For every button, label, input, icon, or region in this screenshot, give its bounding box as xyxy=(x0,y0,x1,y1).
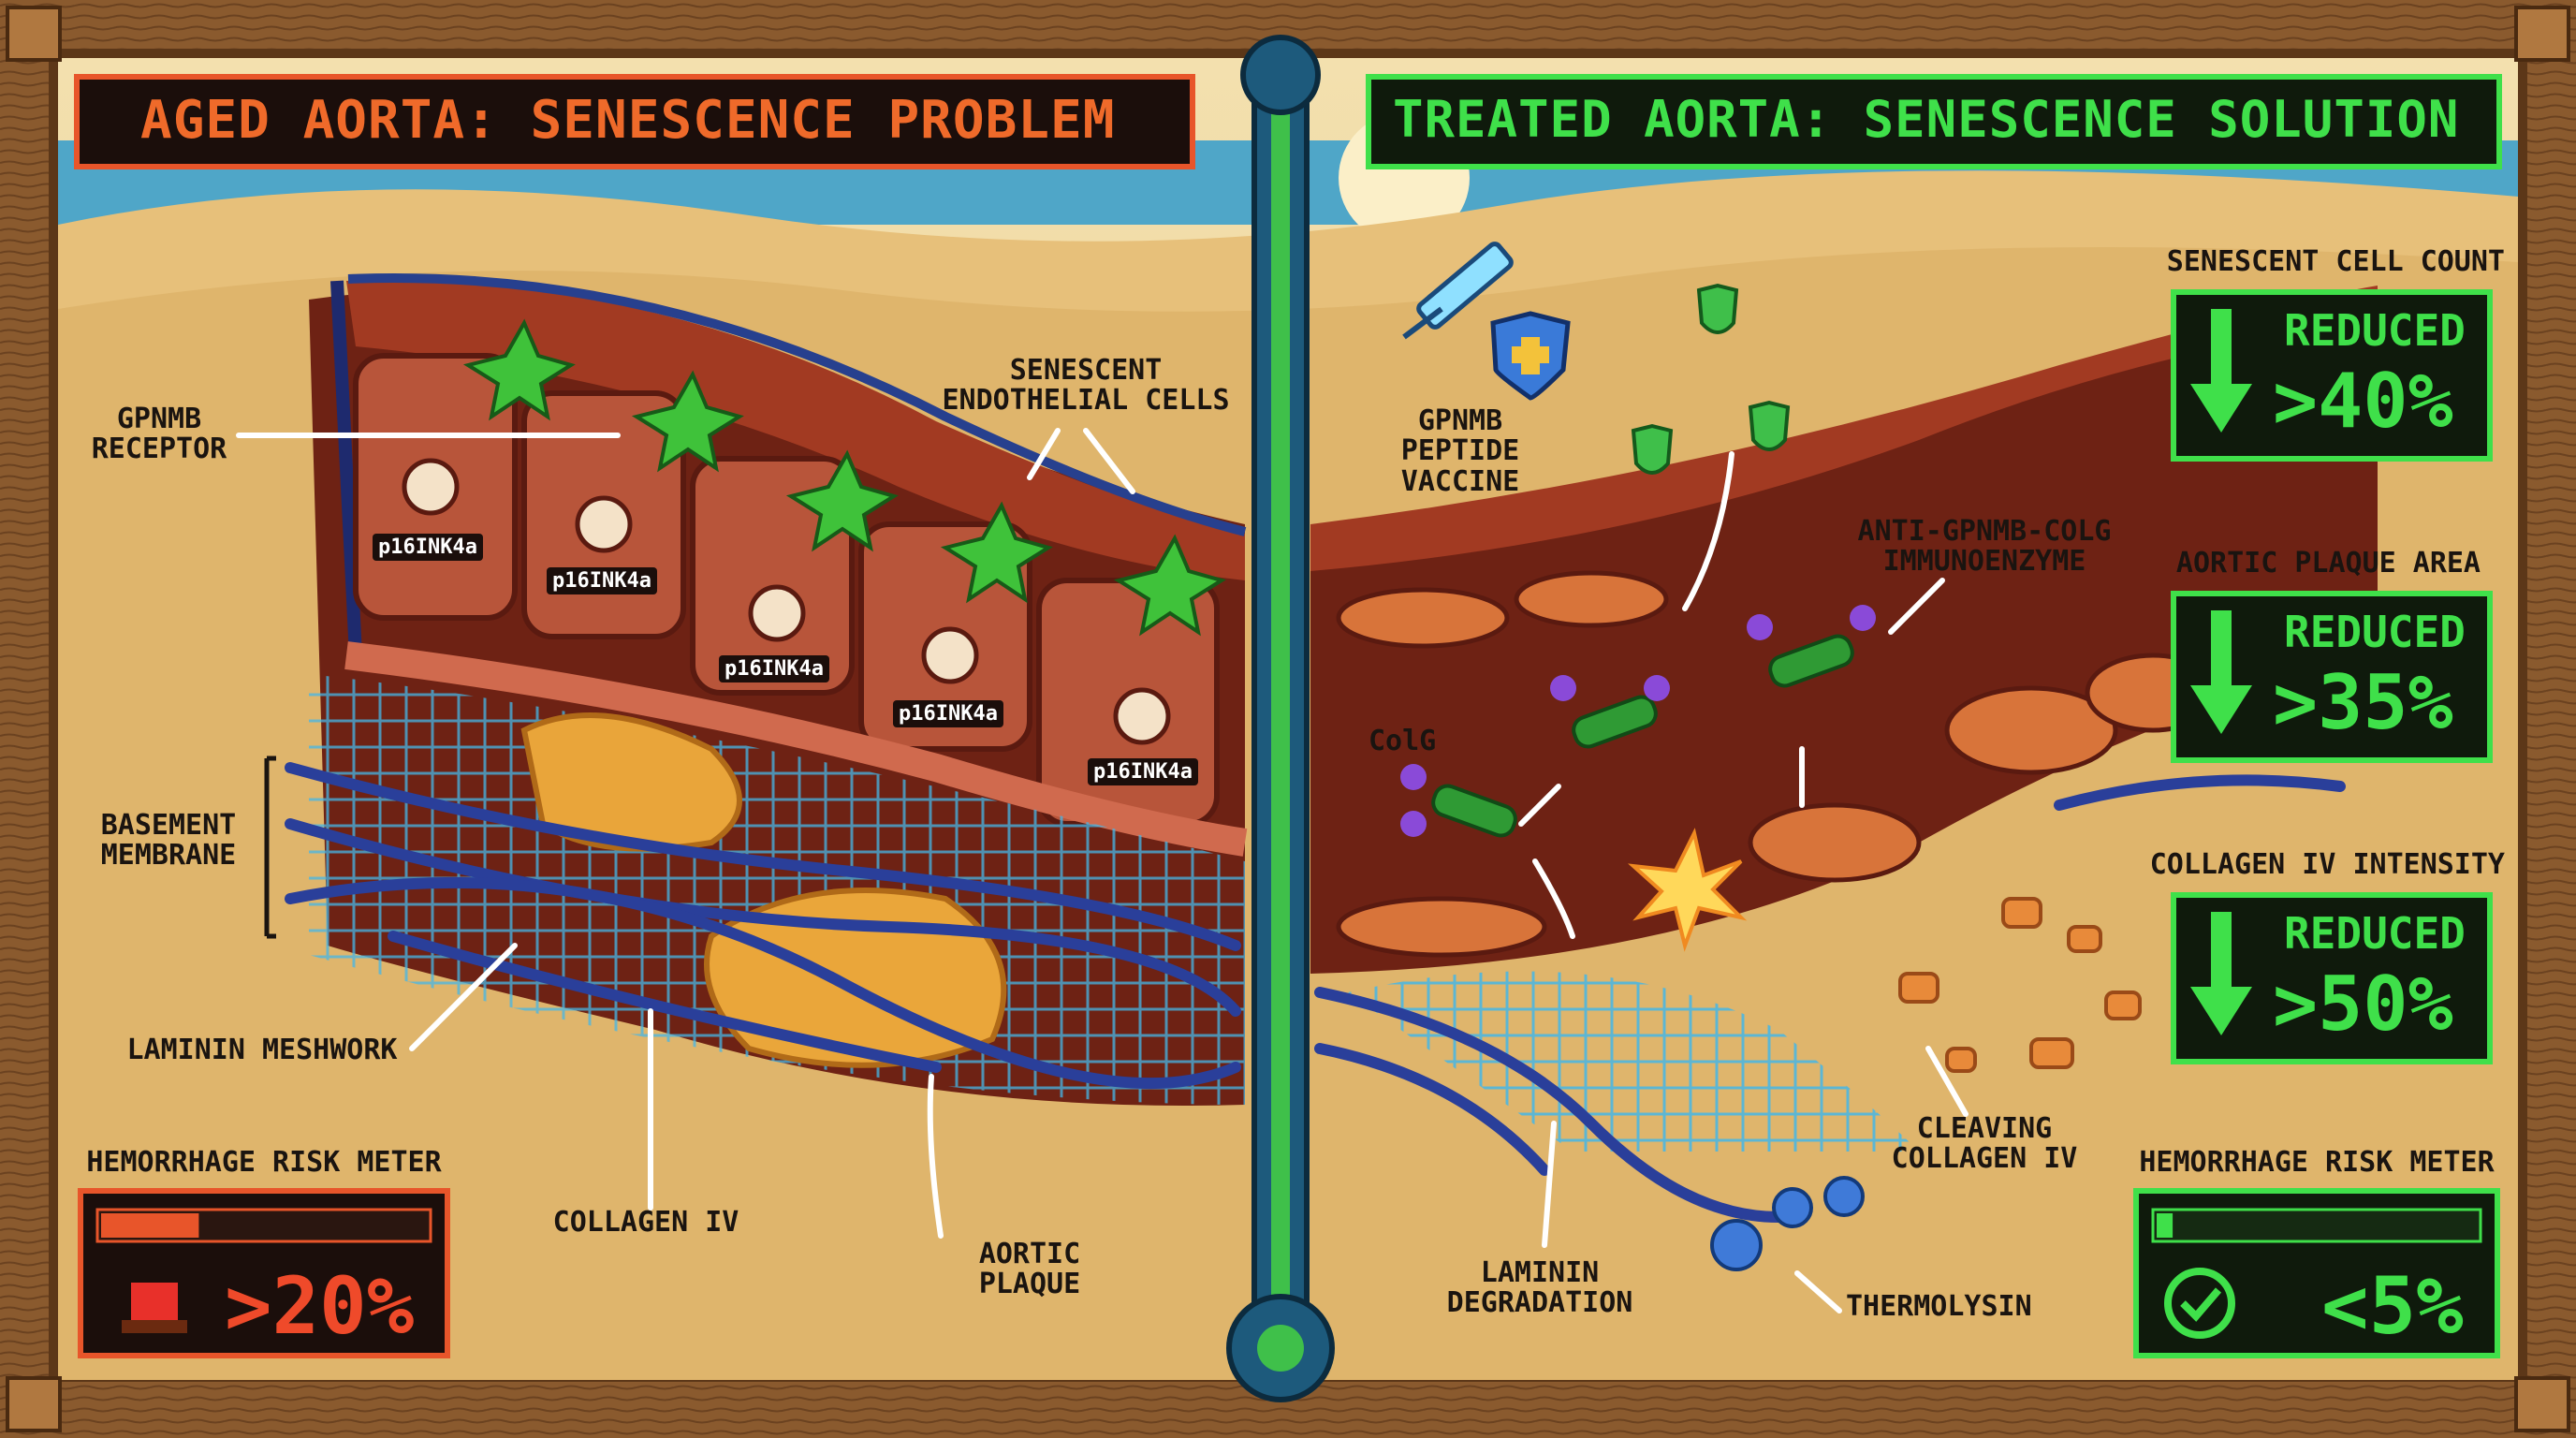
laminin-meshwork-label: LAMININ MESHWORK xyxy=(126,1034,398,1066)
senescent-cells-label: SENESCENT ENDOTHELIAL CELLS xyxy=(942,354,1230,418)
stat-value: >40% xyxy=(2273,358,2453,445)
right-risk-meter-frame xyxy=(2133,1188,2500,1358)
p16-marker: p16INK4a xyxy=(1088,758,1198,785)
stat-label: SENESCENT CELL COUNT xyxy=(2166,245,2505,278)
p16-marker: p16INK4a xyxy=(373,534,483,561)
left-meter-value: >20% xyxy=(225,1260,415,1352)
stat-status: REDUCED xyxy=(2284,305,2466,356)
treated-aorta-tissue xyxy=(1310,242,2378,1271)
p16-marker: p16INK4a xyxy=(893,700,1003,727)
stat-status: REDUCED xyxy=(2284,607,2466,657)
p16-marker: p16INK4a xyxy=(719,655,829,682)
left-title: AGED AORTA: SENESCENCE PROBLEM xyxy=(140,90,1116,151)
right-title: TREATED AORTA: SENESCENCE SOLUTION xyxy=(1393,90,2460,149)
laminin-degradation-label: LAMININ DEGRADATION xyxy=(1446,1256,1633,1320)
left-title-bar xyxy=(74,74,1195,169)
stat-value: >35% xyxy=(2273,659,2453,746)
stat-value: >50% xyxy=(2273,961,2453,1048)
gpnmb-receptor-label: GPNMB RECEPTOR xyxy=(91,403,227,466)
center-divider xyxy=(1226,35,1335,1402)
stat-status: REDUCED xyxy=(2284,908,2466,959)
stat-label: AORTIC PLAQUE AREA xyxy=(2175,547,2481,580)
p16-marker: p16INK4a xyxy=(547,567,657,594)
thermolysin-gears xyxy=(1710,1176,1865,1271)
right-title-bar xyxy=(1366,74,2502,169)
thermolysin-label: THERMOLYSIN xyxy=(1846,1290,2032,1323)
stat-panels xyxy=(2171,289,2493,1064)
aortic-plaque-label: AORTIC PLAQUE xyxy=(978,1238,1081,1301)
cleaving-collagen-label: CLEAVING COLLAGEN IV xyxy=(1891,1112,2078,1176)
colg-label: ColG xyxy=(1368,725,1437,757)
left-risk-meter-frame xyxy=(78,1188,450,1358)
immunoenzyme-label: ANTI-GPNMB-COLG IMMUNOENZYME xyxy=(1857,515,2112,579)
vaccine-label: GPNMB PEPTIDE VACCINE xyxy=(1400,404,1520,498)
stat-label: COLLAGEN IV INTENSITY xyxy=(2149,848,2505,881)
collagen-iv-label: COLLAGEN IV xyxy=(552,1206,739,1239)
left-meter-label: HEMORRHAGE RISK METER xyxy=(86,1146,442,1179)
annotation-arrows xyxy=(236,428,1969,1313)
right-meter-label: HEMORRHAGE RISK METER xyxy=(2139,1146,2495,1179)
right-meter-value: <5% xyxy=(2321,1260,2464,1352)
syringe-icon xyxy=(1402,242,1514,340)
basement-membrane-label: BASEMENT MEMBRANE xyxy=(100,809,237,873)
